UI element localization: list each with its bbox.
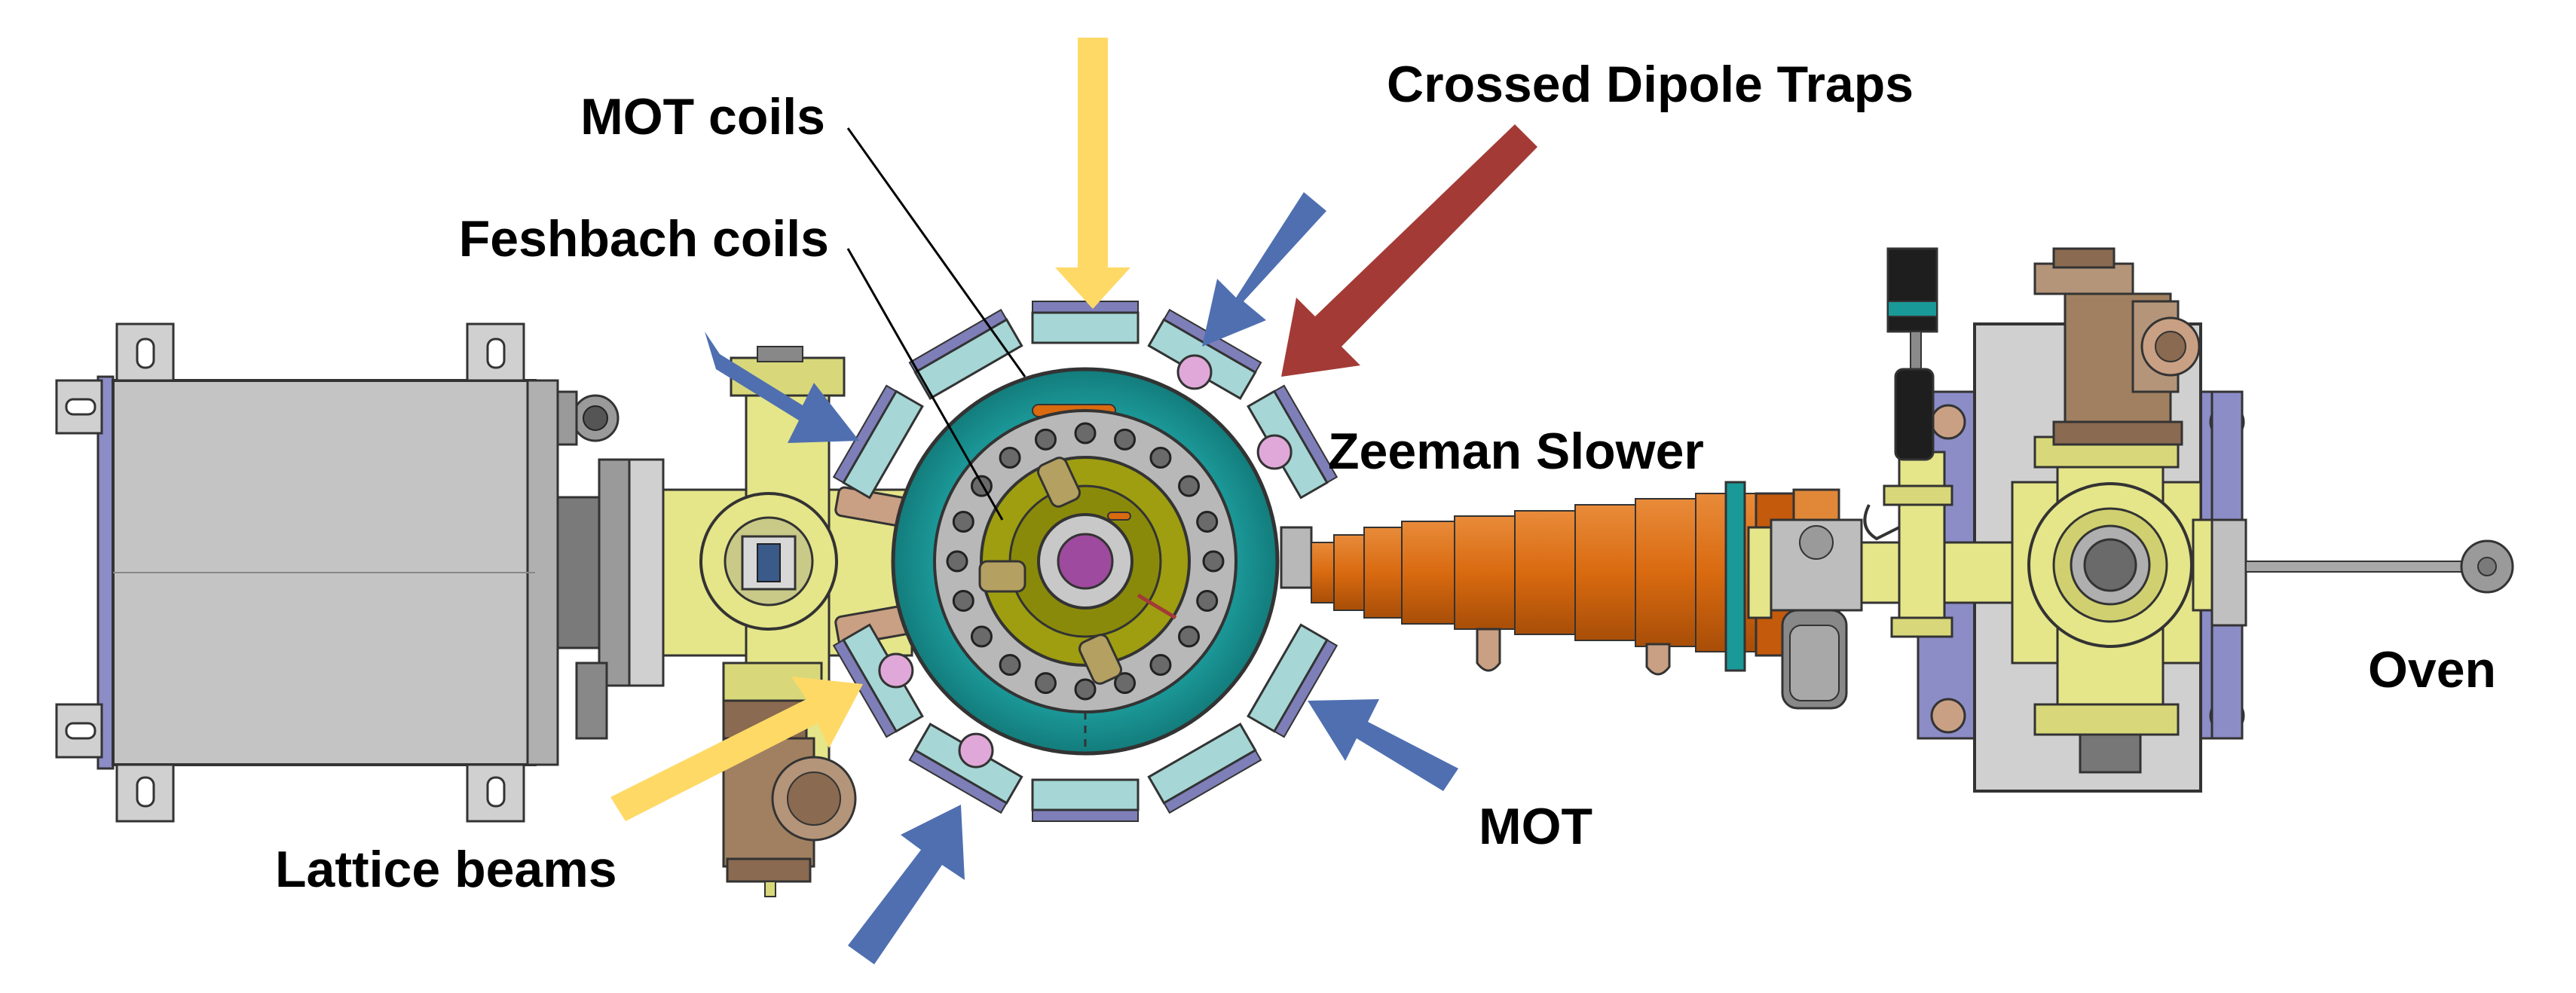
oven-rod <box>2245 539 2514 594</box>
mount-tab <box>466 763 525 823</box>
mot-coil-panel <box>1031 778 1140 822</box>
mot-coil-panel <box>1247 623 1338 738</box>
right-vacuum-pipe <box>1860 247 2014 638</box>
lattice-beam-top-arrow <box>1055 38 1130 309</box>
feshbach-coils-label: Feshbach coils <box>459 210 829 267</box>
chamber-bolt <box>946 550 968 573</box>
chamber-bolt <box>1034 672 1057 695</box>
oven-label: Oven <box>2368 641 2496 698</box>
chamber-bolt <box>970 625 993 648</box>
crossed-dipole-traps-label: Crossed Dipole Traps <box>1387 56 1914 113</box>
mot-beam-arrow <box>1308 699 1458 791</box>
mot-coil-panels <box>832 301 1338 822</box>
chamber-bolt <box>1114 672 1137 695</box>
chamber-bolt <box>970 475 993 497</box>
mount-tab <box>115 322 175 382</box>
feshbach-coils-leader-line <box>846 248 1004 521</box>
main-chamber <box>832 301 1338 822</box>
chamber-bolt <box>1202 550 1225 573</box>
left-housing <box>55 322 620 823</box>
mount-tab <box>55 379 103 435</box>
chamber-bolt <box>1149 446 1172 469</box>
gate-valve-left <box>556 458 665 740</box>
mot-coils-label: MOT coils <box>580 88 825 145</box>
mot-beam-arrow <box>705 332 859 443</box>
chamber-bolt <box>1074 422 1097 445</box>
mot-label: MOT <box>1479 798 1592 855</box>
lattice-beam-bottom-arrow <box>610 677 863 821</box>
chamber-bolt <box>1178 625 1201 648</box>
mot-coil-panel <box>1031 301 1140 344</box>
coil-mount <box>1256 434 1293 470</box>
chamber-bolt <box>1074 678 1097 701</box>
mount-tab <box>55 703 103 759</box>
chamber-bolt <box>1034 428 1057 451</box>
slower-end-valve <box>1747 518 1863 710</box>
mot-beam-arrow <box>1202 192 1326 347</box>
chamber-bolt <box>1178 475 1201 497</box>
chamber-bolt <box>999 446 1021 469</box>
mot-coils-leader-line <box>846 127 1026 377</box>
zeeman-slower-label: Zeeman Slower <box>1328 423 1704 480</box>
coil-mount <box>878 652 914 689</box>
chamber-bolt <box>952 590 974 613</box>
oven-top-valve <box>2033 247 2201 446</box>
mot-coil-panel <box>1147 723 1262 814</box>
lattice-beams-label: Lattice beams <box>275 841 617 898</box>
chamber-bolt <box>1196 590 1219 613</box>
mot-coil-panel <box>832 384 924 500</box>
mount-tab <box>466 322 525 382</box>
chamber-bolt <box>1114 428 1137 451</box>
chamber-bolt <box>999 654 1021 677</box>
mot-beam-arrow <box>848 805 965 964</box>
chamber-bolt <box>952 510 974 533</box>
chamber-bolt <box>1149 654 1172 677</box>
chamber-bolt <box>1196 510 1219 533</box>
dipole-trap-beam-arrow <box>1281 124 1537 377</box>
coil-mount <box>1176 354 1213 390</box>
mot-coil-panel <box>908 308 1023 400</box>
coil-mount <box>958 732 994 768</box>
mount-tab <box>115 763 175 823</box>
oven-cross <box>2011 435 2247 774</box>
